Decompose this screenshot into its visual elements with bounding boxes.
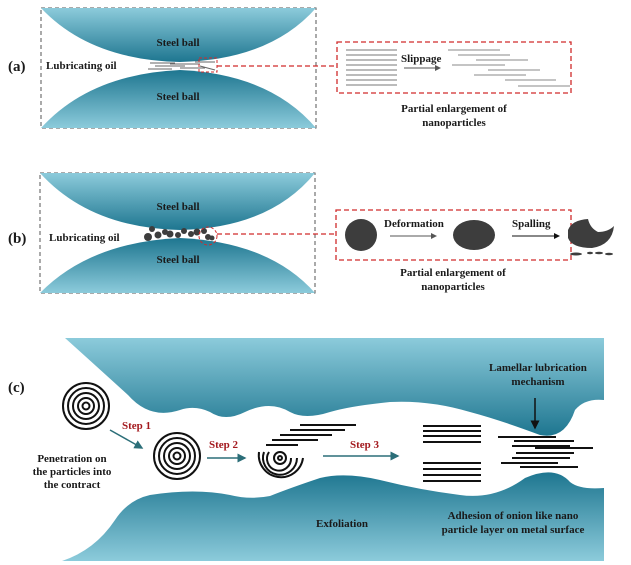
panel-b-label: (b) (8, 231, 26, 247)
mechanism-line1: Lamellar lubrication (489, 362, 587, 374)
round-particle (345, 219, 377, 251)
exfoliating-particle (257, 424, 356, 479)
adhesion-line2: particle layer on metal surface (442, 524, 585, 536)
steel-ball-top (41, 8, 316, 62)
step-2-label: Step 2 (209, 439, 239, 451)
step-1-label: Step 1 (122, 420, 151, 432)
onion-particle-2 (153, 432, 201, 480)
exfoliation-label: Exfoliation (316, 518, 368, 530)
panel-c-label: (c) (8, 380, 25, 396)
slipped-layers (448, 49, 570, 87)
exfoliated-layers (423, 425, 481, 482)
lamellar-particles (148, 61, 216, 71)
penetration-line1: Penetration on (37, 453, 106, 465)
steel-ball-bottom (40, 238, 315, 293)
slippage-label: Slippage (401, 53, 441, 65)
adhesion-line1: Adhesion of onion like nano (448, 510, 579, 522)
spalling-label: Spalling (512, 218, 551, 230)
steel-ball-bottom-label: Steel ball (156, 91, 199, 103)
deformation-label: Deformation (384, 218, 444, 230)
lubricating-oil-label: Lubricating oil (46, 60, 117, 72)
callout-box-a (336, 41, 572, 94)
step-1-arrow (109, 429, 144, 449)
steel-ball-top-label: Steel ball (156, 37, 199, 49)
penetration-line3: the contract (44, 479, 101, 491)
mechanism-line2: mechanism (511, 376, 564, 388)
steel-ball-bottom (41, 70, 316, 128)
upper-metal-surface (65, 338, 604, 436)
panel-a: (a) Steel ball Steel ball Lubricating oi… (8, 7, 572, 129)
lower-metal-surface (62, 472, 604, 561)
adhered-layers (498, 436, 593, 468)
panel-c: (c) Step 1 Penetration on the particles … (8, 338, 604, 561)
steel-ball-bottom-label: Steel ball (156, 254, 199, 266)
zoom-marker (198, 226, 218, 246)
panel-a-label: (a) (8, 59, 26, 75)
spherical-particles (144, 226, 215, 241)
caption-b-line2: nanoparticles (421, 281, 485, 293)
lubricating-oil-label: Lubricating oil (49, 232, 120, 244)
zoom-marker (198, 57, 218, 73)
penetration-line2: the particles into (33, 466, 112, 478)
spalled-particle (568, 219, 614, 248)
caption-a-line2: nanoparticles (422, 117, 486, 129)
step-3-label: Step 3 (350, 439, 380, 451)
deformed-particle (453, 220, 495, 250)
caption-b-line1: Partial enlargement of (400, 267, 506, 279)
stacked-layers (346, 49, 397, 86)
steel-ball-top-label: Steel ball (156, 201, 199, 213)
panel-b: (b) Steel ball Steel ball Lubricating oi… (8, 172, 614, 294)
spalled-fragments (570, 251, 613, 256)
onion-particle-1 (62, 382, 110, 430)
steel-ball-top (40, 173, 315, 230)
caption-a-line1: Partial enlargement of (401, 103, 507, 115)
